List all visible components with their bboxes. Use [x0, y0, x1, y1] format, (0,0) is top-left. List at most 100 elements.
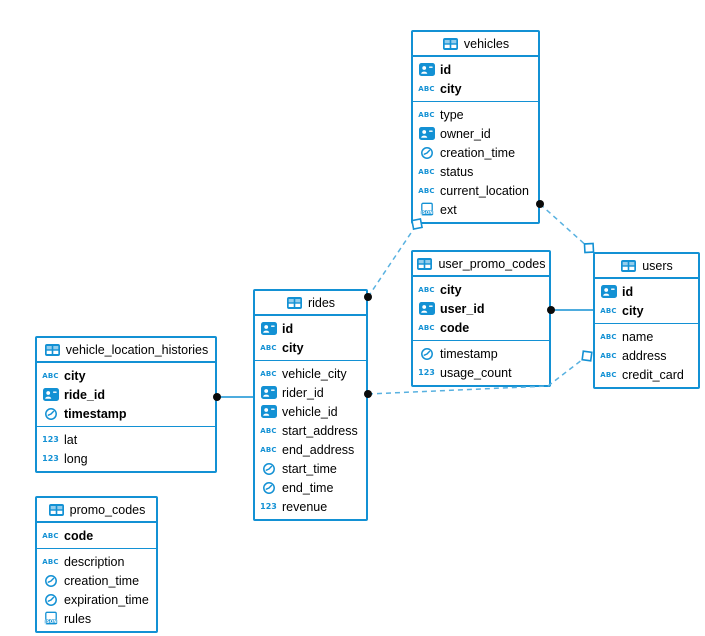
table-icon — [286, 296, 303, 309]
field-name: end_address — [282, 442, 355, 457]
field-name: usage_count — [440, 365, 512, 380]
abc-string-icon: ABC — [260, 343, 277, 352]
field-row-rides-vehicle_id[interactable]: vehicle_id — [255, 402, 366, 421]
number-123-icon: 123 — [260, 502, 277, 511]
field-name: creation_time — [440, 145, 516, 160]
table-header[interactable]: promo_codes — [37, 498, 156, 523]
field-name: current_location — [440, 183, 529, 198]
field-row-rides-city[interactable]: ABC city — [255, 338, 366, 357]
field-name: rider_id — [282, 385, 324, 400]
table-title: promo_codes — [69, 502, 146, 517]
clock-icon — [42, 407, 59, 421]
field-name: vehicle_id — [282, 404, 338, 419]
field-row-vehicles-current_location[interactable]: ABC current_location — [413, 181, 538, 200]
field-name: city — [440, 81, 462, 96]
table-header[interactable]: rides — [255, 291, 366, 316]
table-icon — [48, 503, 65, 516]
field-name: city — [64, 368, 86, 383]
field-name: id — [282, 321, 294, 336]
field-name: creation_time — [64, 573, 140, 588]
field-row-vehicles-owner_id[interactable]: owner_id — [413, 124, 538, 143]
field-row-promo_codes-creation_time[interactable]: creation_time — [37, 571, 156, 590]
table-header[interactable]: user_promo_codes — [413, 252, 549, 277]
field-row-vehicles-id[interactable]: id — [413, 60, 538, 79]
field-name: expiration_time — [64, 592, 149, 607]
table-header[interactable]: vehicle_location_histories — [37, 338, 215, 363]
field-row-vehicles-creation_time[interactable]: creation_time — [413, 143, 538, 162]
field-row-rides-start_time[interactable]: start_time — [255, 459, 366, 478]
field-name: name — [622, 329, 654, 344]
field-row-user_promo_codes-user_id[interactable]: user_id — [413, 299, 549, 318]
field-row-vehicle_location_histories-ride_id[interactable]: ride_id — [37, 385, 215, 404]
table-icon — [442, 37, 459, 50]
field-name: code — [440, 320, 470, 335]
field-name: vehicle_city — [282, 366, 347, 381]
table-title: rides — [307, 295, 336, 310]
table-title: vehicles — [463, 36, 510, 51]
field-row-vehicle_location_histories-timestamp[interactable]: timestamp — [37, 404, 215, 423]
field-row-rides-end_time[interactable]: end_time — [255, 478, 366, 497]
field-row-user_promo_codes-usage_count[interactable]: 123 usage_count — [413, 363, 549, 382]
field-name: city — [282, 340, 304, 355]
number-123-icon: 123 — [418, 368, 435, 377]
id-card-icon — [42, 388, 59, 401]
number-123-icon: 123 — [42, 454, 59, 463]
id-card-icon — [260, 405, 277, 418]
field-row-rides-rider_id[interactable]: rider_id — [255, 383, 366, 402]
field-row-user_promo_codes-timestamp[interactable]: timestamp — [413, 344, 549, 363]
field-name: end_time — [282, 480, 334, 495]
field-name: code — [64, 528, 94, 543]
field-name: type — [440, 107, 464, 122]
abc-string-icon: ABC — [42, 531, 59, 540]
field-row-promo_codes-expiration_time[interactable]: expiration_time — [37, 590, 156, 609]
clock-icon — [260, 462, 277, 476]
abc-string-icon: ABC — [260, 426, 277, 435]
id-card-icon — [418, 127, 435, 140]
primary-key-section: ABC code — [37, 523, 156, 548]
abc-string-icon: ABC — [418, 186, 435, 195]
abc-string-icon: ABC — [418, 167, 435, 176]
field-row-users-id[interactable]: id — [595, 282, 698, 301]
field-row-promo_codes-code[interactable]: ABC code — [37, 526, 156, 545]
id-card-icon — [260, 322, 277, 335]
field-name: ext — [440, 202, 457, 217]
field-row-rides-id[interactable]: id — [255, 319, 366, 338]
table-header[interactable]: vehicles — [413, 32, 538, 57]
table-header[interactable]: users — [595, 254, 698, 279]
abc-string-icon: ABC — [600, 306, 617, 315]
field-name: owner_id — [440, 126, 491, 141]
clock-icon — [42, 593, 59, 607]
